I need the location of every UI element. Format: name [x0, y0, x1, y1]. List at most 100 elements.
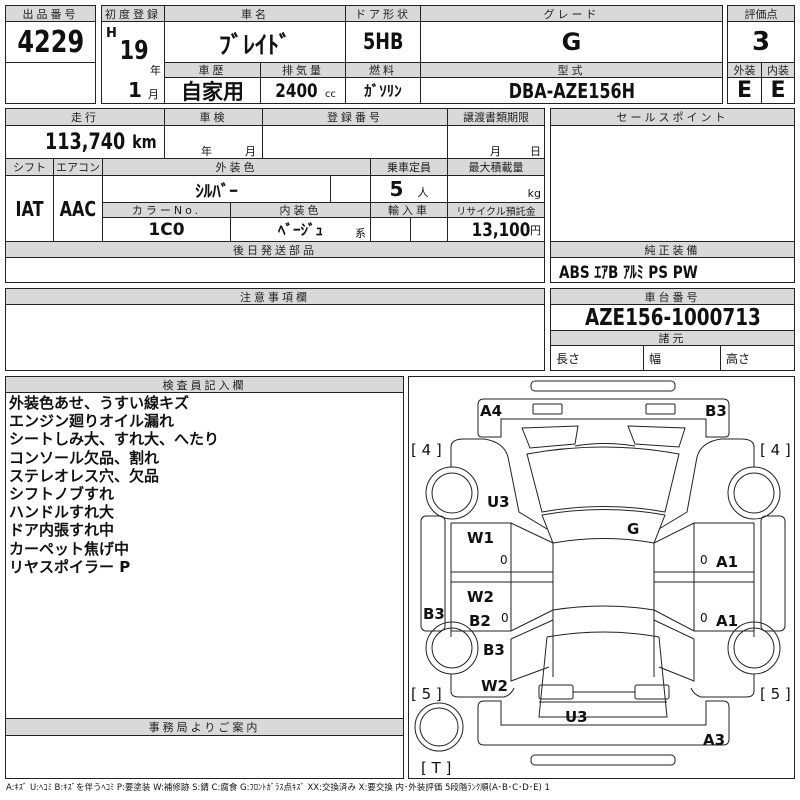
recycle-header: リサイクル預託金	[447, 202, 545, 218]
dmg-windshield: G	[627, 520, 639, 538]
cautions-value	[5, 304, 545, 371]
note-line: ハンドルすれ大	[9, 503, 115, 522]
spare-tire: [ T ]	[421, 759, 451, 777]
note-line: コンソール欠品、割れ	[9, 448, 160, 467]
car-name: ﾌﾞﾚｲﾄﾞ	[164, 21, 346, 63]
legend-footer: A:ｷｽﾞ U:ﾍｺﾐ B:ｷｽﾞを伴うﾍｺﾐ P:要塗装 W:補修跡 S:錆 …	[6, 783, 550, 793]
month-unit: 月	[148, 88, 159, 101]
first-reg-value: H 19 年 1 月	[101, 21, 165, 104]
dmg-door-fl: W1	[467, 529, 494, 547]
grade-header: グレード	[420, 5, 723, 22]
fuel: ｶﾞｿﾘﾝ	[345, 77, 421, 104]
int-color: ﾍﾞｰｼﾞｭ系	[230, 217, 371, 242]
ext-color-header: 外装色	[102, 158, 371, 176]
doc-deadline-value: 月日	[447, 125, 545, 159]
reg-number-value	[262, 125, 448, 159]
sales-point-header: セールスポイント	[550, 108, 795, 126]
office-header: 事務局よりご案内	[5, 718, 404, 736]
exterior-header: 外装	[727, 62, 762, 78]
thick-door-rr: 0	[700, 611, 708, 625]
dmg-door-rl-upper: W2	[467, 588, 494, 606]
reg-number-header: 登録番号	[262, 108, 448, 126]
dmg-front-left: A4	[480, 402, 502, 420]
interior-score: E	[761, 77, 795, 104]
dmg-mirror-left: B3	[423, 605, 445, 623]
sales-point-value	[550, 125, 795, 242]
score-header: 評価点	[727, 5, 795, 22]
max-load-header: 最大積載量	[447, 158, 545, 176]
later-parts-header: 後日発送部品	[5, 241, 545, 258]
dmg-tailgate: U3	[565, 708, 588, 726]
interior-header: 内装	[761, 62, 795, 78]
lot-header: 出品番号	[5, 5, 96, 22]
doc-deadline-header: 譲渡書類期限	[447, 108, 545, 126]
lot-blank	[5, 62, 96, 104]
car-name-header: 車名	[164, 5, 346, 22]
max-load: kg	[447, 175, 545, 203]
ext-color: ｼﾙﾊﾞｰ	[102, 175, 331, 203]
dmg-door-rl: B2	[469, 612, 491, 630]
dmg-fender-left: U3	[487, 493, 510, 511]
aircon-header: エアコン	[53, 158, 103, 176]
inspection-value: 年月	[164, 125, 263, 159]
chassis-header: 車台番号	[550, 288, 795, 305]
inspector-header: 検査員記入欄	[5, 376, 404, 393]
tire-rl: [ 5 ]	[411, 685, 442, 703]
fuel-header: 燃料	[345, 62, 421, 78]
era: H	[106, 26, 117, 41]
thick-door-rl: 0	[501, 611, 509, 625]
tire-fl: [ 4 ]	[411, 441, 442, 459]
lot-number: 4229	[5, 21, 96, 63]
history-header: 車歴	[164, 62, 261, 78]
door-type: 5HB	[345, 21, 421, 63]
spec-height: 高さ	[720, 345, 795, 371]
dmg-quarter-left-lower: W2	[481, 677, 508, 695]
reg-month: 1	[128, 78, 142, 102]
dmg-front-right: B3	[705, 402, 727, 420]
tire-fr: [ 4 ]	[760, 441, 791, 459]
specs-header: 諸元	[550, 330, 795, 346]
door-header: ドア形状	[345, 5, 421, 22]
spec-width: 幅	[643, 345, 721, 371]
displacement-header: 排気量	[260, 62, 346, 78]
thick-door-fr: 0	[700, 553, 708, 567]
import-a	[370, 217, 411, 242]
dmg-door-rr: A1	[716, 612, 738, 630]
mileage-header: 走行	[5, 108, 165, 126]
history: 自家用	[164, 77, 261, 104]
equipment-header: 純正装備	[550, 241, 795, 258]
model-code: DBA-AZE156H	[420, 77, 723, 104]
note-line: ステレオレス穴、欠品	[9, 466, 160, 485]
note-line: 外装色あせ、うすい線キズ	[9, 394, 190, 412]
dmg-door-fr: A1	[716, 553, 738, 571]
capacity-header: 乗車定員	[370, 158, 448, 176]
car-diagram: A4 B3 [ 4 ] [ 4 ] U3 G W1 0 0 A1 W2 B3 B…	[408, 376, 795, 779]
inspector-box	[5, 376, 404, 779]
reg-year: 19	[119, 36, 149, 66]
note-line: シフトノブすれ	[9, 485, 115, 504]
import-b	[410, 217, 448, 242]
model-code-header: 型式	[420, 62, 723, 78]
equipment: ABS ｴｱB ｱﾙﾐ PS PW	[550, 257, 795, 283]
color-no-header: カラーNo.	[102, 202, 231, 218]
note-line: リヤスポイラー P	[9, 557, 131, 576]
exterior-score: E	[727, 77, 762, 104]
note-line: カーペット焦げ中	[9, 539, 130, 558]
aircon: AAC	[53, 175, 103, 242]
score: 3	[727, 21, 795, 63]
inspector-notes: 外装色あせ、うすい線キズ エンジン廻りオイル漏れ シートしみ大、すれ大、へたり …	[9, 394, 219, 576]
tire-rr: [ 5 ]	[760, 685, 791, 703]
shift-header: シフト	[5, 158, 54, 176]
note-line: エンジン廻りオイル漏れ	[9, 412, 175, 431]
spec-length: 長さ	[550, 345, 644, 371]
year-unit: 年	[150, 64, 161, 77]
inspection-header: 車検	[164, 108, 263, 126]
thick-door-fl: 0	[500, 553, 508, 567]
chassis-number: AZE156-1000713	[550, 304, 795, 331]
first-reg-header: 初度登録	[101, 5, 165, 22]
int-color-header: 内装色	[230, 202, 371, 218]
